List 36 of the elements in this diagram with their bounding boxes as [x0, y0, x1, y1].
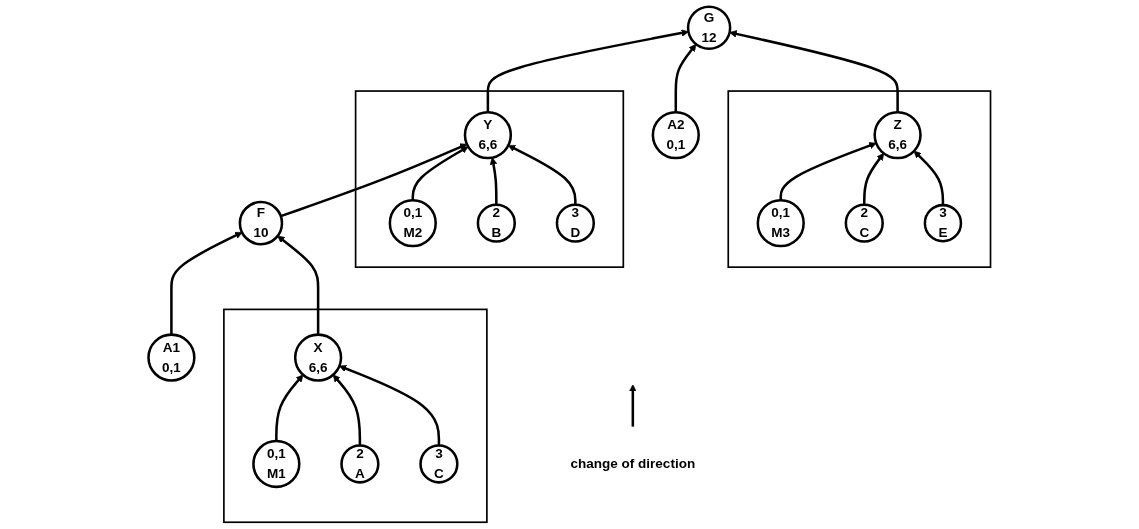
- node-circle: A2 0,1: [651, 110, 700, 160]
- cluster: [223, 308, 488, 524]
- arrow: [275, 374, 304, 442]
- arrow: [411, 146, 469, 201]
- cluster: [354, 90, 625, 268]
- cluster: [727, 90, 992, 268]
- arrow: [913, 150, 945, 206]
- arrow: [486, 29, 689, 113]
- arrow: [170, 232, 243, 335]
- arrow: [277, 235, 320, 335]
- node-circle: F 10: [238, 200, 284, 246]
- node-circle: Y 6,6: [463, 110, 513, 160]
- node-circle: 3 C: [419, 444, 459, 484]
- arrow: [489, 157, 498, 205]
- arrow: [863, 153, 885, 205]
- arrow: [280, 143, 468, 218]
- node-circle: Z 6,6: [873, 110, 922, 160]
- arrow: [729, 30, 899, 113]
- node-circle: G 12: [686, 5, 732, 51]
- node-circle: 3 E: [923, 203, 963, 243]
- arrow: [779, 142, 877, 201]
- node-text: change of direction: [570, 456, 696, 471]
- node-circle: X 6,6: [293, 333, 343, 382]
- arrow: [339, 365, 441, 446]
- arrow: [508, 145, 577, 205]
- arrow: [629, 384, 637, 427]
- node-circle: 0,1 M1: [252, 439, 301, 489]
- node-circle: A1 0,1: [147, 333, 196, 382]
- node-circle: 2 A: [340, 444, 380, 484]
- node-circle: 0,1 M3: [756, 198, 805, 248]
- arrow: [332, 374, 362, 446]
- node-circle: 3 D: [555, 203, 595, 243]
- node-circle: 0,1 M2: [388, 198, 437, 248]
- arrow: [674, 43, 697, 113]
- node-circle: 2 C: [844, 203, 884, 243]
- node-circle: 2 B: [476, 203, 516, 243]
